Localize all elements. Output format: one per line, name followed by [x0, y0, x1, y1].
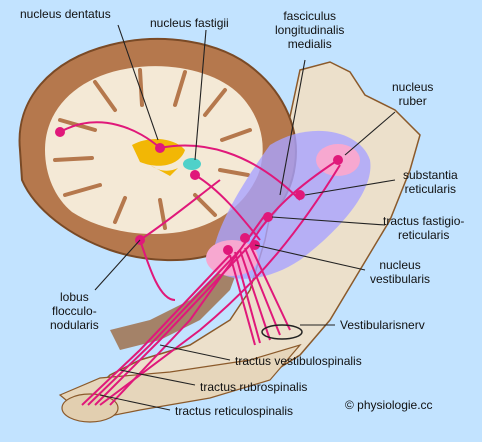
label-lobus-line2: flocculo-	[52, 304, 97, 318]
label-tractus-fast-line1: tractus fastigio-	[383, 214, 465, 228]
label-nucleus-dentatus: nucleus dentatus	[20, 7, 111, 21]
label-fasciculus-line2: longitudinalis	[275, 23, 345, 37]
label-lobus-flocculonodularis: lobus flocculo- nodularis	[50, 290, 99, 332]
neuron-dots	[55, 127, 343, 255]
nucleus-fastigii-shape	[183, 158, 201, 170]
tracts	[59, 121, 341, 406]
label-substantia-line2: reticularis	[404, 182, 457, 196]
label-fasciculus-line3: medialis	[287, 37, 332, 51]
label-nucleus-ruber: nucleus ruber	[392, 80, 433, 108]
vestibular-nerve-bundle	[261, 324, 303, 340]
label-nucleus-vest-line1: nucleus	[379, 258, 421, 272]
nucleus-dentatus-shape	[132, 138, 185, 176]
label-tractus-fastigioreticularis: tractus fastigio- reticularis	[383, 214, 464, 242]
leader-lines	[94, 24, 396, 411]
label-lobus-line3: nodularis	[50, 318, 99, 332]
label-tractus-rubrospinalis: tractus rubrospinalis	[200, 380, 308, 394]
label-nucleus-vest-line2: vestibularis	[370, 272, 431, 286]
label-copyright: © physiologie.cc	[345, 398, 433, 412]
label-tractus-vestibulospinalis: tractus vestibulospinalis	[235, 354, 362, 368]
label-nucleus-ruber-line1: nucleus	[392, 80, 434, 94]
brainstem-shadow	[110, 210, 250, 350]
label-substantia-reticularis: substantia reticularis	[403, 168, 458, 196]
label-nucleus-fastigii: nucleus fastigii	[150, 16, 229, 30]
label-nucleus-vestibularis: nucleus vestibularis	[370, 258, 430, 286]
label-tractus-reticulospinalis: tractus reticulospinalis	[175, 404, 294, 418]
label-fasciculus-longitudinalis-medialis: fasciculus longitudinalis medialis	[275, 9, 344, 51]
label-vestibularisnerv: Vestibularisnerv	[340, 318, 425, 332]
label-fasciculus-line1: fasciculus	[283, 9, 337, 23]
label-lobus-line1: lobus	[60, 290, 89, 304]
label-nucleus-ruber-line2: ruber	[398, 94, 427, 108]
label-tractus-fast-line2: reticularis	[398, 228, 450, 242]
label-substantia-line1: substantia	[403, 168, 458, 182]
